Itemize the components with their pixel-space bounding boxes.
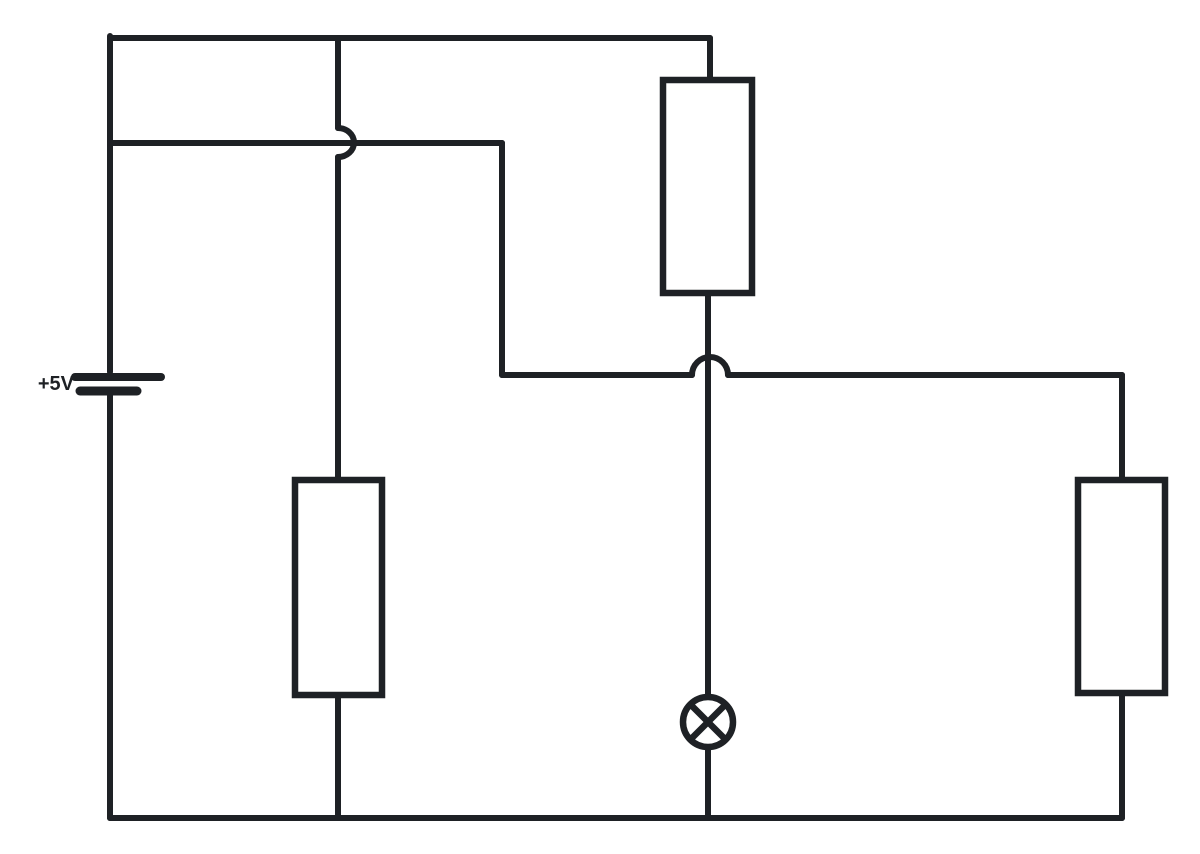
wire-hop-vertical-icon [335, 125, 357, 160]
lamp-cross-icon [687, 701, 729, 743]
battery-voltage-label: +5V [38, 373, 75, 395]
resistor-top-center-icon [659, 76, 756, 297]
resistor-bottom-left-icon [291, 476, 386, 699]
lamp-symbol [679, 693, 737, 751]
battery-symbol: +5V [38, 373, 165, 396]
resistor-right-icon [1074, 476, 1169, 697]
wires [107, 33, 1125, 821]
